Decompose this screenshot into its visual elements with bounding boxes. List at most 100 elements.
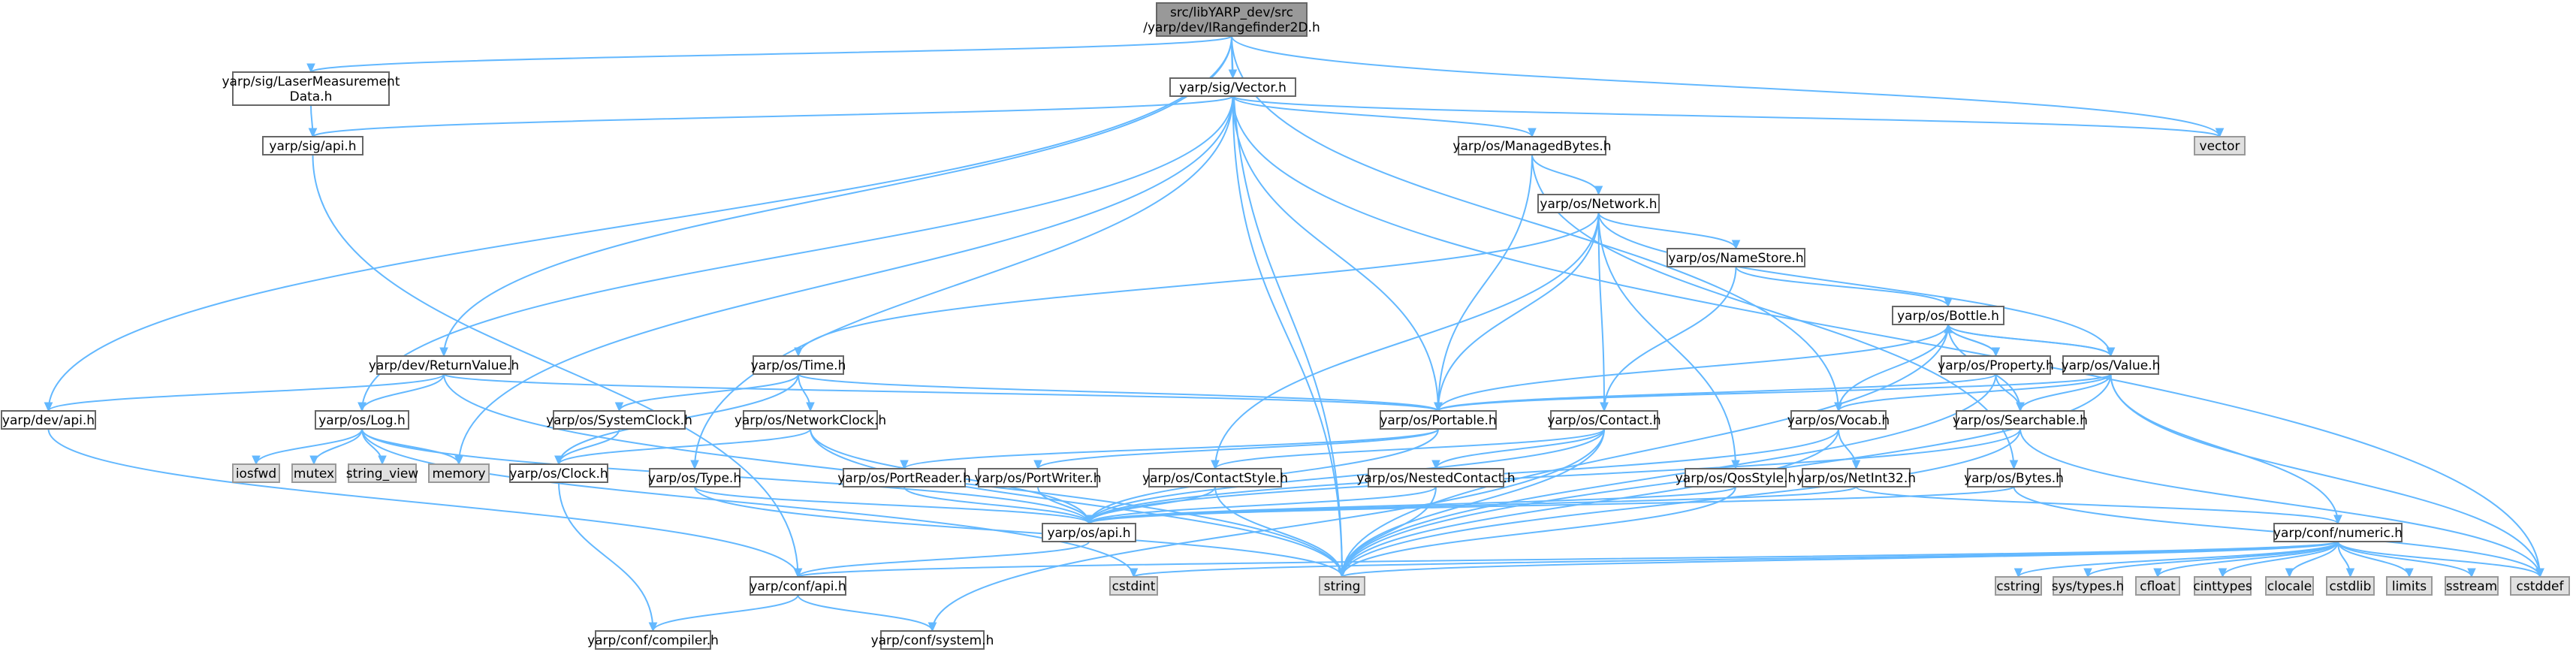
node-root[interactable]: src/libYARP_dev/src/yarp/dev/IRangefinde… (1143, 2, 1320, 37)
node-contact[interactable]: yarp/os/Contact.h (1547, 410, 1661, 430)
node-clock[interactable]: yarp/os/Clock.h (509, 463, 608, 483)
arrowhead-namestore-to-contact (1600, 402, 1609, 412)
edge-namestore-to-bottle (1735, 266, 1949, 307)
edge-log-to-cstdint (361, 428, 1135, 578)
edge-managedbytes-to-network (1531, 154, 1600, 195)
edge-network-to-namestore (1597, 212, 1737, 249)
edge-numeric-to-string (1341, 541, 2339, 578)
node-namestore[interactable]: yarp/os/NameStore.h (1667, 248, 1805, 267)
node-box (1956, 410, 2085, 430)
node-confapi[interactable]: yarp/conf/api.h (750, 576, 846, 596)
node-label: yarp/conf/numeric.h (2273, 526, 2403, 541)
arrowhead-returnvalue-to-log (357, 402, 366, 412)
node-box (1156, 2, 1308, 37)
node-label: yarp/sig/LaserMeasurement (222, 74, 400, 89)
arrowhead-sigvector-to-type (690, 460, 699, 470)
node-devapi[interactable]: yarp/dev/api.h (1, 410, 96, 430)
arrowhead-value-to-searchable (2016, 402, 2025, 412)
node-network[interactable]: yarp/os/Network.h (1537, 194, 1660, 213)
node-box (376, 355, 511, 375)
edge-networkclock-to-string (810, 428, 1343, 578)
node-bottle[interactable]: yarp/os/Bottle.h (1892, 306, 2004, 325)
node-type[interactable]: yarp/os/Type.h (648, 468, 741, 487)
edge-clock-to-compiler (558, 481, 654, 632)
edge-namestore-to-contact (1603, 266, 1737, 412)
node-box (649, 468, 741, 487)
node-returnvalue[interactable]: yarp/dev/ReturnValue.h (369, 355, 519, 375)
edge-osapi-to-confapi (797, 541, 1090, 578)
node-managedbytes[interactable]: yarp/os/ManagedBytes.h (1452, 136, 1612, 155)
edge-log-to-iosfwd (255, 428, 363, 465)
node-label: yarp/os/ManagedBytes.h (1452, 139, 1611, 154)
node-box (750, 576, 846, 596)
node-compiler[interactable]: yarp/conf/compiler.h (587, 630, 719, 650)
node-vocab[interactable]: yarp/os/Vocab.h (1787, 410, 1890, 430)
node-sstream: sstream (2445, 576, 2499, 596)
node-box (232, 71, 390, 106)
arrowhead-numeric-to-systypes (2083, 568, 2092, 578)
node-box (2135, 576, 2180, 596)
edge-log-to-memory (361, 428, 460, 465)
edge-portable-to-portreader (903, 428, 1439, 469)
arrowhead-numeric-to-cfloat (2153, 568, 2162, 578)
node-networkclock[interactable]: yarp/os/NetworkClock.h (734, 410, 886, 430)
edge-netint32-to-osapi (1088, 486, 1857, 524)
node-contactstyle[interactable]: yarp/os/ContactStyle.h (1142, 468, 1288, 487)
node-sigapi[interactable]: yarp/sig/api.h (262, 136, 363, 155)
arrowhead-value-to-bottle (1944, 323, 1953, 334)
node-cfloat: cfloat (2135, 576, 2180, 596)
node-searchable[interactable]: yarp/os/Searchable.h (1953, 410, 2088, 430)
node-label: yarp/os/Searchable.h (1953, 413, 2088, 428)
node-label: yarp/sig/api.h (269, 139, 356, 154)
node-box (2053, 576, 2123, 596)
node-label: yarp/dev/ReturnValue.h (369, 358, 519, 373)
node-property[interactable]: yarp/os/Property.h (1938, 355, 2054, 375)
node-label: yarp/os/NestedContact.h (1356, 471, 1515, 486)
node-portwriter[interactable]: yarp/os/PortWriter.h (974, 468, 1102, 487)
edge-root-to-vocab (1231, 35, 1839, 412)
edge-sigapi-to-confapi (312, 154, 799, 578)
node-portable[interactable]: yarp/os/Portable.h (1380, 410, 1497, 430)
arrowhead-confapi-to-compiler (648, 622, 658, 632)
edge-value-to-searchable (2019, 373, 2112, 412)
arrowhead-value-to-vocab (1834, 402, 1843, 412)
edge-sigvector-to-sigapi (312, 95, 1234, 137)
node-value[interactable]: yarp/os/Value.h (2062, 355, 2161, 375)
edge-portable-to-portwriter (1037, 428, 1439, 469)
node-cinttypes: cinttypes (2193, 576, 2252, 596)
node-box (1537, 194, 1660, 213)
edge-numeric-to-cstring (2017, 541, 2339, 578)
node-qosstyle[interactable]: yarp/os/QosStyle.h (1676, 468, 1796, 487)
node-portreader[interactable]: yarp/os/PortReader.h (837, 468, 971, 487)
dependency-edges (44, 35, 2544, 632)
node-label: yarp/os/ContactStyle.h (1142, 471, 1288, 486)
node-label: sys/types.h (2052, 579, 2125, 594)
node-label: mutex (294, 466, 334, 481)
node-label: yarp/os/api.h (1047, 526, 1130, 541)
node-box (1892, 306, 2004, 325)
node-log[interactable]: yarp/os/Log.h (315, 410, 409, 430)
node-box (1458, 136, 1606, 155)
arrowhead-numeric-to-cstddef (2535, 568, 2544, 578)
node-osapi[interactable]: yarp/os/api.h (1042, 523, 1136, 542)
node-label: yarp/os/Clock.h (509, 466, 608, 481)
node-label: clocale (2267, 579, 2312, 594)
arrowhead-confapi-to-system (928, 622, 937, 632)
node-label: yarp/os/Vocab.h (1787, 413, 1890, 428)
node-system[interactable]: yarp/conf/system.h (871, 630, 994, 650)
node-box (1790, 410, 1887, 430)
edge-contact-to-nestedcontact (1435, 428, 1605, 469)
node-nestedcontact[interactable]: yarp/os/NestedContact.h (1356, 468, 1516, 487)
node-sigvector[interactable]: yarp/sig/Vector.h (1169, 77, 1296, 97)
node-bytes[interactable]: yarp/os/Bytes.h (1964, 468, 2064, 487)
node-time[interactable]: yarp/os/Time.h (751, 355, 846, 375)
arrowhead-root-to-returnvalue (439, 347, 448, 358)
node-systemclock[interactable]: yarp/os/SystemClock.h (546, 410, 692, 430)
node-numeric[interactable]: yarp/conf/numeric.h (2273, 523, 2403, 542)
edge-returnvalue-to-devapi (47, 373, 445, 412)
node-box (1802, 468, 1911, 487)
edge-sigvector-to-managedbytes (1232, 95, 1533, 137)
node-netint32[interactable]: yarp/os/NetInt32.h (1796, 468, 1916, 487)
